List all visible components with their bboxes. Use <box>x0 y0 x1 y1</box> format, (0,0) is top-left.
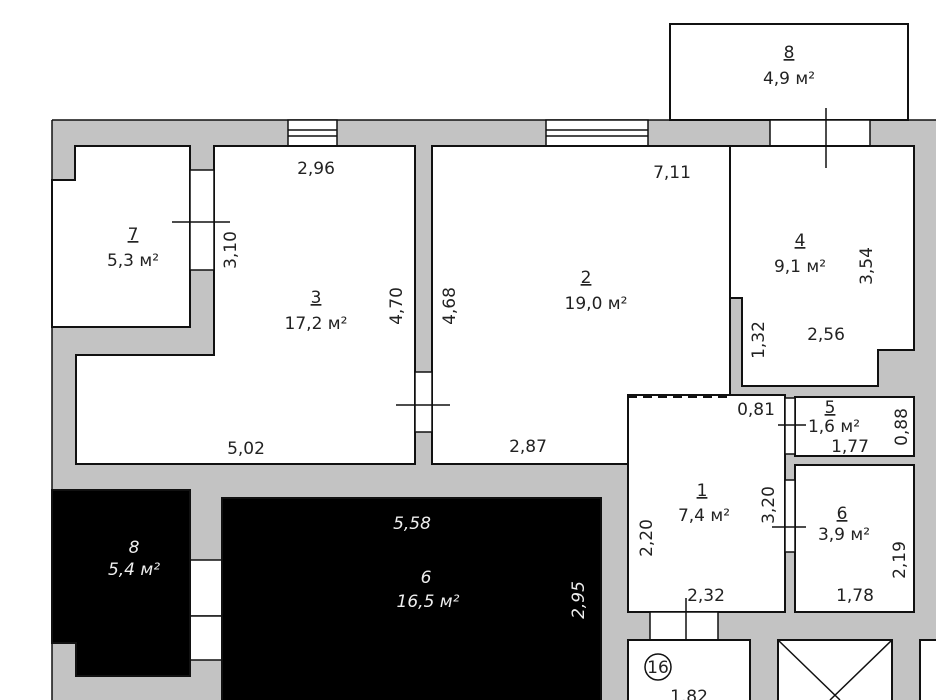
room-16-marker <box>644 653 672 681</box>
dim-r16: 1,82 <box>670 687 708 700</box>
door-opening <box>189 559 223 617</box>
room-1-area: 7,4 м² <box>678 506 730 526</box>
dim-r4-bottom: 2,56 <box>807 325 845 345</box>
room-8-number: 8 <box>784 43 795 63</box>
room-6-dark <box>221 497 602 700</box>
dim-r1-right: 3,20 <box>759 486 779 524</box>
dim-r2-left: 4,68 <box>440 287 460 325</box>
door-opening <box>784 479 796 553</box>
room-16 <box>627 639 751 700</box>
room-4-number: 4 <box>795 231 806 251</box>
dim-r1-bottom: 2,32 <box>687 586 725 606</box>
dim-r3-top: 2,96 <box>297 159 335 179</box>
dim-r5-right: 0,88 <box>892 408 912 446</box>
dim-r3-bottom: 5,02 <box>227 439 265 459</box>
dim-d6-top: 5,58 <box>393 514 431 534</box>
dim-r1-top: 0,81 <box>737 400 775 420</box>
door-opening <box>414 371 433 433</box>
dim-r1-left: 2,20 <box>637 519 657 557</box>
dark-room-6-number: 6 <box>421 568 432 588</box>
room-7-number: 7 <box>128 225 139 245</box>
dim-r2-bottom: 2,87 <box>509 437 547 457</box>
dark-room-8-area: 5,4 м² <box>108 560 160 580</box>
door-opening <box>649 611 719 641</box>
dim-r2-top: 7,11 <box>653 163 691 183</box>
dim-r3-right: 4,70 <box>387 287 407 325</box>
door-opening <box>784 397 796 455</box>
dim-r7-side: 3,10 <box>221 231 241 269</box>
dim-d6-right: 2,95 <box>569 581 589 619</box>
room-1 <box>627 394 786 613</box>
room-8-balcony <box>669 23 909 121</box>
window <box>287 119 338 147</box>
room-6-number: 6 <box>837 504 848 524</box>
room-4 <box>729 145 915 387</box>
dark-room-8-number: 8 <box>129 538 140 558</box>
room-3-area: 17,2 м² <box>285 314 348 334</box>
room-5-area: 1,6 м² <box>808 417 860 437</box>
shaft <box>777 639 893 700</box>
room-6-area: 3,9 м² <box>818 525 870 545</box>
balcony-door <box>769 119 871 147</box>
room-8-dark <box>51 489 191 677</box>
room-5-number: 5 <box>825 398 836 418</box>
room-6 <box>794 464 915 613</box>
dim-r4-left: 1,32 <box>749 321 769 359</box>
room-2-area: 19,0 м² <box>565 294 628 314</box>
dim-r4-right: 3,54 <box>857 247 877 285</box>
door-opening <box>189 615 223 661</box>
room-7-area: 5,3 м² <box>107 251 159 271</box>
room-3-number: 3 <box>311 288 322 308</box>
dim-r6-bottom: 1,78 <box>836 586 874 606</box>
room-2-number: 2 <box>581 268 592 288</box>
room-8-area: 4,9 м² <box>763 69 815 89</box>
room-16-number: 16 <box>647 658 669 678</box>
dim-r6-right: 2,19 <box>890 541 910 579</box>
room-3 <box>75 145 416 465</box>
room-7 <box>51 145 191 328</box>
room-5 <box>794 396 915 457</box>
room-partial <box>919 639 936 700</box>
room-4-area: 9,1 м² <box>774 257 826 277</box>
dark-room-6-area: 16,5 м² <box>397 592 460 612</box>
door-opening <box>189 169 215 271</box>
window <box>545 119 649 147</box>
dim-r5-bottom: 1,77 <box>831 437 869 457</box>
room-1-number: 1 <box>697 481 708 501</box>
